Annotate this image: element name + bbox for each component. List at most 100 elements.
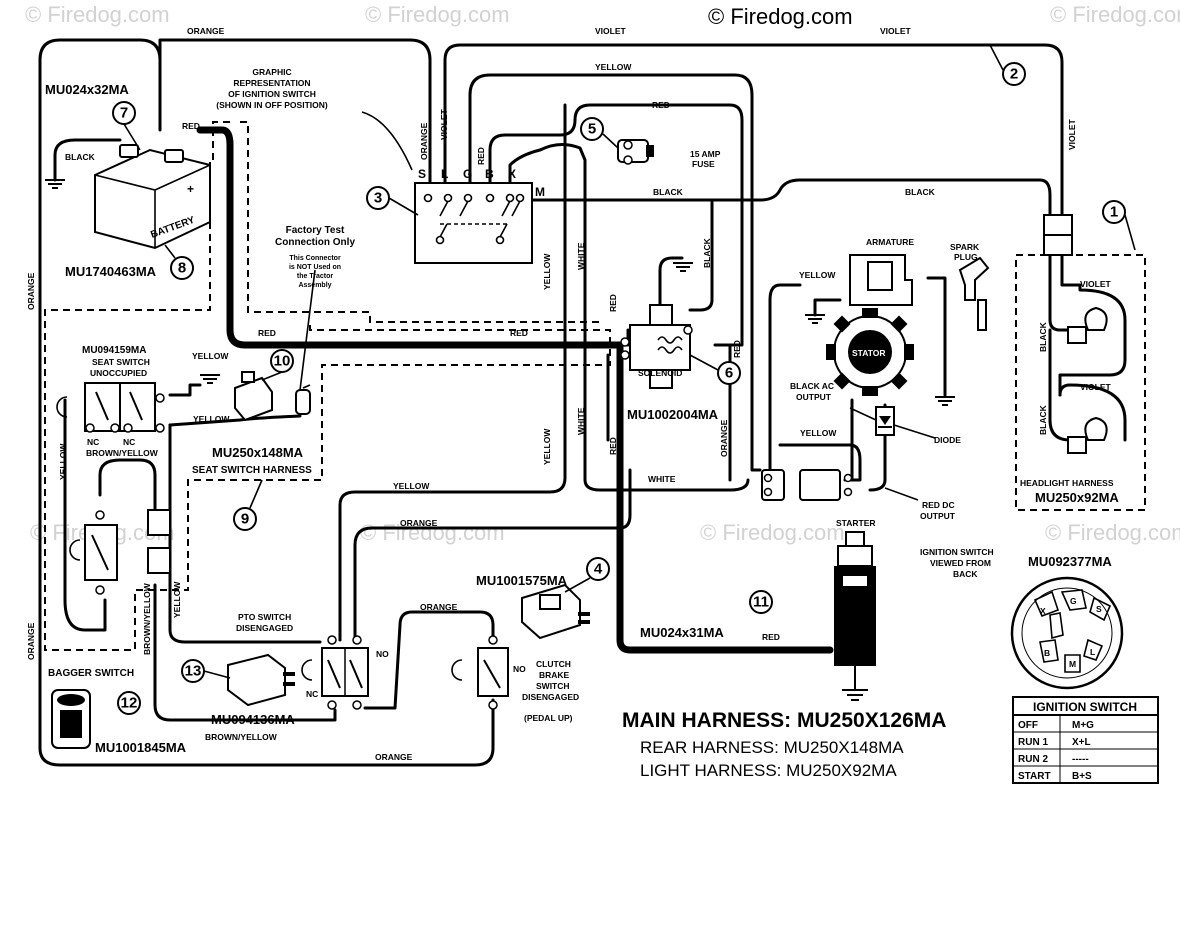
table-cell: RUN 2 [1018,754,1048,765]
ignition-face-terminal: M [1069,659,1076,669]
callout-9: 9 [233,507,257,531]
wire-label-violet: VIOLET [1067,118,1077,150]
svg-text:3: 3 [374,190,382,207]
table-cell: START [1018,771,1051,782]
factory-test-line: Connection Only [275,237,355,248]
wire-label-red: RED [476,147,486,165]
callout-4: 4 [586,557,610,581]
stator-label: STATOR [852,348,886,358]
wire-label-orange: ORANGE [420,602,458,612]
red-dc-label: RED DC [922,500,955,510]
clutch-desc: (PEDAL UP) [524,713,573,723]
table-cell: RUN 1 [1018,737,1048,748]
spark-plug-label: SPARK [950,242,980,252]
factory-test-line: Factory Test [286,225,345,236]
part-battery-cable: MU024x32MA [45,82,129,97]
callout-11: 11 [749,590,773,614]
wire-label-yellow: YELLOW [192,351,229,361]
callout-6: 6 [717,361,741,385]
factory-note-line: This Connector [289,255,341,262]
fuse-label: 15 AMP [690,149,721,159]
pto-desc: DISENGAGED [236,623,293,633]
svg-text:12: 12 [121,695,138,712]
wires [38,38,1127,767]
bagger-inline-switch [69,509,171,595]
wire-label-black: BLACK [653,187,684,197]
clutch-desc: SWITCH [536,681,570,691]
graphic-rep-line: REPRESENTATION [233,78,310,88]
callouts: 1 2 3 4 5 6 7 8 9 10 11 12 13 [112,62,1126,715]
table-cell: ----- [1072,754,1089,765]
watermark: © Firedog.com [365,2,510,27]
clutch-desc: CLUTCH [536,659,571,669]
seat-switch-graphic [56,382,165,433]
rear-harness-title: REAR HARNESS: MU250X148MA [640,738,904,757]
svg-text:5: 5 [588,121,596,138]
no-label: NO [376,649,389,659]
ignition-face-terminal: X [1040,606,1046,616]
table-cell: X+L [1072,737,1091,748]
wire-label-violet: VIOLET [880,26,912,36]
table-cell: OFF [1018,720,1038,731]
svg-text:4: 4 [594,561,603,578]
ignition-face-terminal: S [1096,604,1102,614]
wire-label-brown-yellow: BROWN/YELLOW [86,448,159,458]
callout-2: 2 [1002,62,1026,86]
engine-charging-graphic [761,254,990,501]
seat-switch-desc: UNOCCUPIED [90,368,147,378]
wire-label-violet: VIOLET [1080,382,1112,392]
bagger-desc: BAGGER SWITCH [48,668,134,679]
ground-symbols [45,179,955,406]
wire-label-brown-yellow: BROWN/YELLOW [205,732,278,742]
ignition-face-terminal: B [1044,648,1050,658]
wire-label-red: RED [182,121,200,131]
nc-label: NC [306,689,318,699]
component-labels: MU024x32MA MU1740463MA GRAPHIC REPRESENT… [45,67,1119,755]
nc-label: NC [123,437,135,447]
component-pictorials [51,583,590,749]
wire-label-black: BLACK [1038,321,1048,352]
wire-label-orange: ORANGE [719,419,729,457]
ignition-terminal-label: G [463,167,472,181]
part-pto-switch: MU094136MA [211,712,295,727]
clutch-desc: DISENGAGED [522,692,579,702]
starter-label: STARTER [836,518,876,528]
leader-lines [123,44,1136,679]
part-solenoid: MU1002004MA [627,407,719,422]
callout-3: 3 [366,186,390,210]
wire-label-red: RED [652,100,670,110]
callout-13: 13 [181,659,205,683]
factory-test-connector [234,371,311,422]
ignition-terminal-label: S [418,167,426,181]
wire-label-yellow: YELLOW [393,481,430,491]
wire-label-yellow: YELLOW [172,581,182,618]
wire-label-white: WHITE [576,242,586,270]
clutch-switch-graphic [451,635,509,710]
seat-switch-desc: SEAT SWITCH [92,357,150,367]
clutch-desc: BRAKE [539,670,570,680]
svg-text:10: 10 [274,353,291,370]
wire-label-black: BLACK [65,152,96,162]
svg-text:9: 9 [241,511,249,528]
fuse-label: FUSE [692,159,715,169]
wire-label-brown-yellow: BROWN/YELLOW [142,582,152,655]
part-starter-cable: MU024x31MA [640,625,724,640]
part-seat-switch: MU094159MA [82,345,146,356]
wire-label-orange: ORANGE [26,622,36,660]
wire-label-black: BLACK [702,237,712,268]
headlight-harness-part: MU250x92MA [1035,490,1119,505]
wire-label-violet: VIOLET [595,26,627,36]
wire-label-red: RED [510,328,528,338]
pto-switch-graphic [301,635,369,710]
part-battery: MU1740463MA [65,264,157,279]
ignition-terminal-label: X [508,167,516,181]
main-harness-title: MAIN HARNESS: MU250X126MA [622,709,946,732]
ignition-switch-graphic: S L G B X M [414,167,545,264]
table-cell: M+G [1072,720,1094,731]
watermark: © Firedog.com [700,520,845,545]
wire-label-orange: ORANGE [375,752,413,762]
svg-text:13: 13 [185,663,202,680]
headlights-graphic [1043,214,1108,454]
part-ignition-switch: MU092377MA [1028,554,1112,569]
